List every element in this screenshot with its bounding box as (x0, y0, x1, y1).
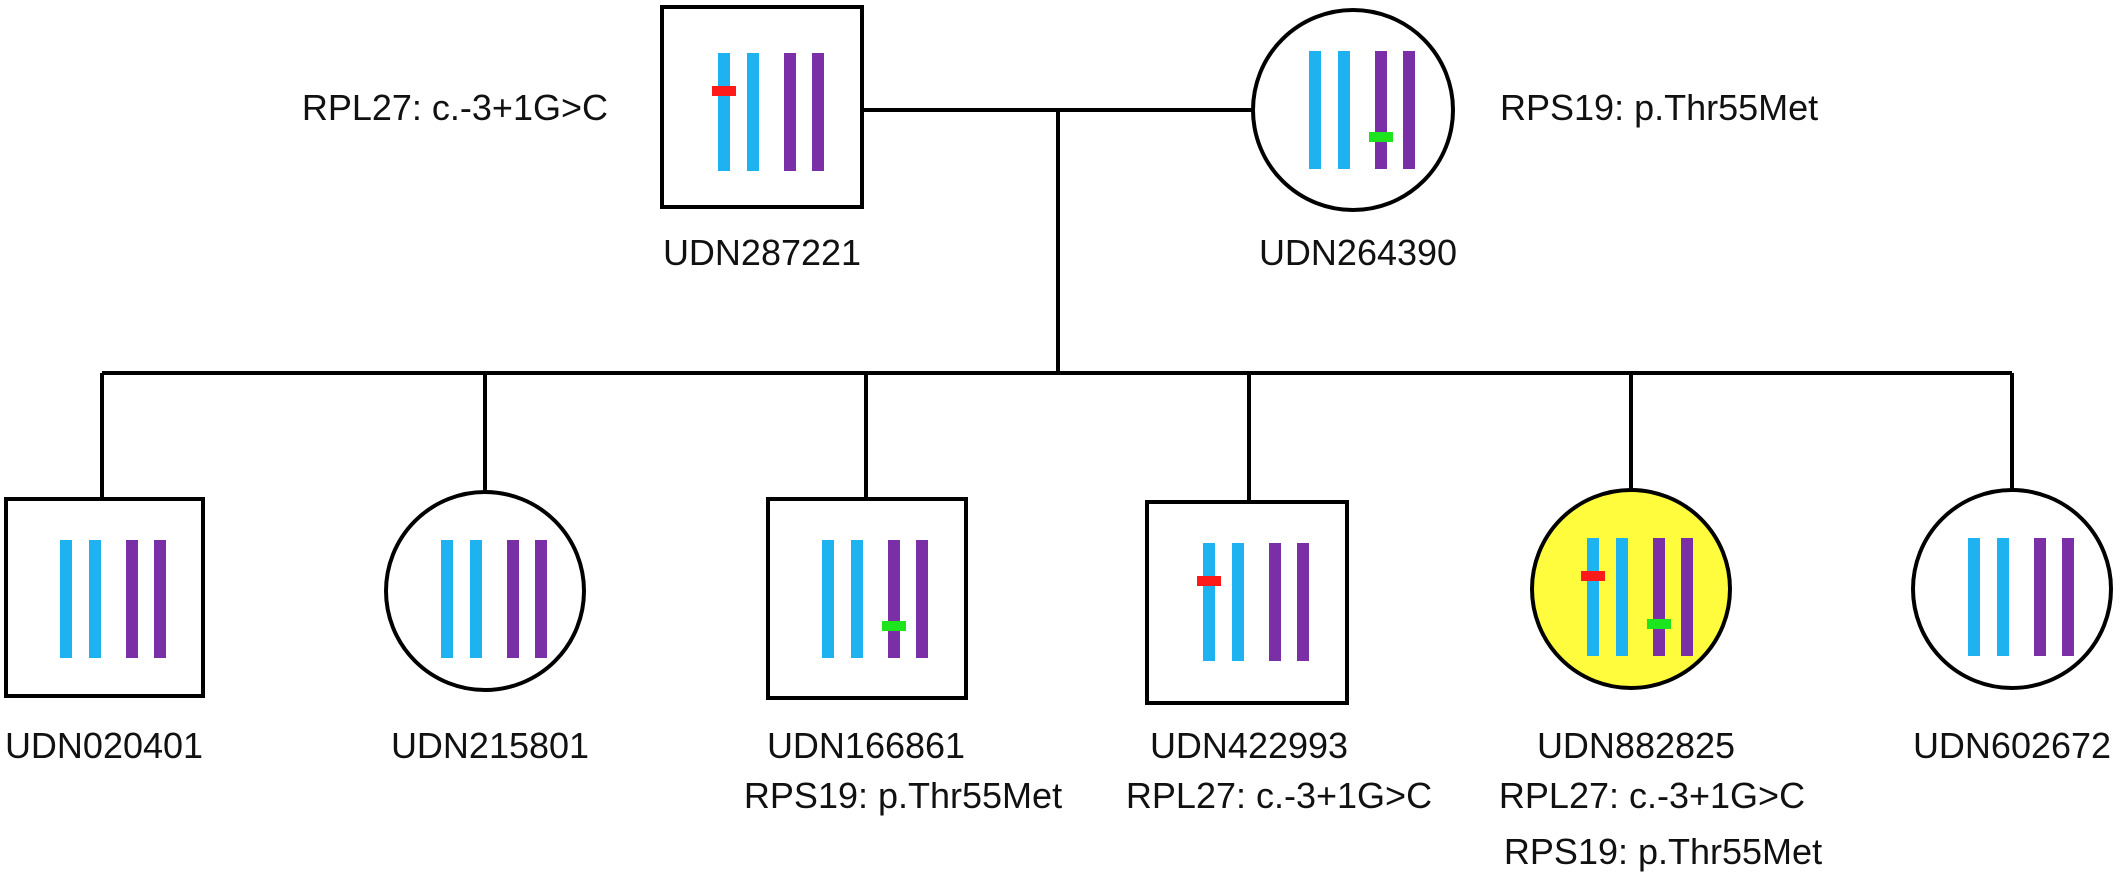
chromosomes (712, 53, 824, 171)
chromosome-pair1-bar (1338, 51, 1350, 169)
individual-id: UDN166861 (767, 725, 965, 766)
chromosomes (60, 540, 166, 658)
female-symbol (1251, 8, 1455, 212)
chromosome-pair1-bar (1309, 51, 1321, 169)
individual-id: UDN422993 (1150, 725, 1348, 766)
individual-id: UDN215801 (391, 725, 589, 766)
rps19-variant-marker (1369, 132, 1393, 142)
chromosome-pair2-bar (1269, 543, 1281, 661)
variant-label: RPL27: c.-3+1G>C (1126, 775, 1432, 816)
chromosome-pair1-bar (1616, 538, 1628, 656)
chromosome-pair1-bar (851, 540, 863, 658)
chromosome-pair1-bar (1587, 538, 1599, 656)
male-symbol (1145, 500, 1349, 705)
chromosome-pair1-bar (747, 53, 759, 171)
chromosome-pair1-bar (718, 53, 730, 171)
individual-id: UDN602672 (1913, 725, 2111, 766)
chromosome-pair2-bar (507, 540, 519, 658)
male-symbol (766, 497, 968, 700)
individual-child-affected: UDN882825 RPL27: c.-3+1G>C RPS19: p.Thr5… (1499, 488, 1822, 872)
male-symbol (660, 5, 864, 209)
individual-child: UDN166861 RPS19: p.Thr55Met (744, 497, 1062, 816)
rpl27-variant-marker (1197, 576, 1221, 586)
chromosome-pair2-bar (888, 540, 900, 658)
chromosome-pair1-bar (470, 540, 482, 658)
chromosome-pair2-bar (1375, 51, 1387, 169)
chromosome-pair1-bar (1232, 543, 1244, 661)
chromosome-pair2-bar (916, 540, 928, 658)
chromosome-pair2-bar (154, 540, 166, 658)
chromosome-pair2-bar (784, 53, 796, 171)
individual-child: UDN422993 RPL27: c.-3+1G>C (1126, 500, 1432, 816)
individual-mother: UDN264390 RPS19: p.Thr55Met (1251, 8, 1818, 273)
chromosome-pair2-bar (1653, 538, 1665, 656)
chromosome-pair2-bar (1297, 543, 1309, 661)
chromosome-pair2-bar (1681, 538, 1693, 656)
individual-father: UDN287221 RPL27: c.-3+1G>C (302, 5, 864, 273)
chromosome-pair1-bar (822, 540, 834, 658)
chromosomes (441, 540, 547, 658)
chromosome-pair1-bar (441, 540, 453, 658)
chromosomes (822, 540, 928, 658)
chromosomes (1197, 543, 1309, 661)
chromosome-pair2-bar (2062, 538, 2074, 656)
female-symbol (1911, 488, 2113, 690)
individual-id: UDN264390 (1259, 232, 1457, 273)
variant-label: RPL27: c.-3+1G>C (302, 87, 608, 128)
chromosome-pair1-bar (1997, 538, 2009, 656)
chromosome-pair2-bar (2034, 538, 2046, 656)
chromosome-pair2-bar (812, 53, 824, 171)
chromosome-pair2-bar (126, 540, 138, 658)
variant-label: RPS19: p.Thr55Met (1504, 831, 1822, 872)
individual-child: UDN020401 (4, 497, 205, 766)
individual-child: UDN602672 (1911, 488, 2113, 766)
variant-label: RPS19: p.Thr55Met (1500, 87, 1818, 128)
chromosomes (1309, 51, 1415, 169)
rpl27-variant-marker (712, 86, 736, 96)
chromosome-pair1-bar (1968, 538, 1980, 656)
variant-label: RPL27: c.-3+1G>C (1499, 775, 1805, 816)
rps19-variant-marker (882, 621, 906, 631)
chromosome-pair1-bar (89, 540, 101, 658)
individual-id: UDN287221 (663, 232, 861, 273)
rps19-variant-marker (1647, 619, 1671, 629)
chromosomes (1581, 538, 1693, 656)
individual-id: UDN020401 (5, 725, 203, 766)
pedigree-connectors (100, 108, 2014, 502)
variant-label: RPS19: p.Thr55Met (744, 775, 1062, 816)
chromosome-pair1-bar (1203, 543, 1215, 661)
individual-child: UDN215801 (384, 490, 589, 766)
chromosome-pair2-bar (1403, 51, 1415, 169)
chromosome-pair2-bar (535, 540, 547, 658)
rpl27-variant-marker (1581, 571, 1605, 581)
female-symbol (384, 490, 586, 692)
chromosome-pair1-bar (60, 540, 72, 658)
female-symbol-affected (1530, 488, 1732, 690)
chromosomes (1968, 538, 2074, 656)
individual-id: UDN882825 (1537, 725, 1735, 766)
male-symbol (4, 497, 205, 698)
